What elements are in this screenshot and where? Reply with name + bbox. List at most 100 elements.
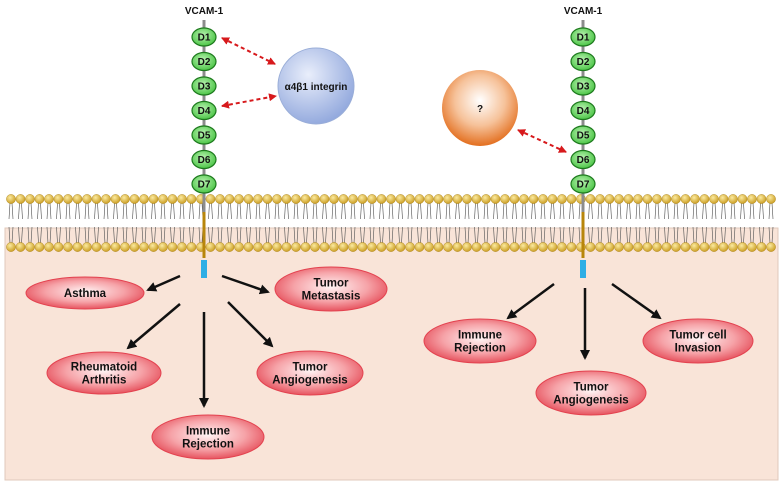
- lipid-head: [215, 194, 225, 204]
- lipid-head: [614, 242, 624, 252]
- lipid-head: [424, 242, 434, 252]
- lipid-head: [329, 242, 339, 252]
- outcome-immune-rejection-right-shape: [423, 318, 537, 364]
- lipid-head: [101, 242, 111, 252]
- outcome-immune-rejection-left-label: Rejection: [182, 439, 234, 451]
- lipid-head: [661, 242, 672, 252]
- lipid-head: [728, 242, 738, 252]
- left-domain-d2: [191, 51, 217, 72]
- outcome-rheumatoid-arthritis-shape: [46, 351, 162, 395]
- lipid-head: [281, 194, 292, 204]
- vcam1-left-label: VCAM-1: [185, 6, 224, 17]
- lipid-head: [490, 242, 501, 252]
- outcome-rheumatoid-arthritis-label: Arthritis: [82, 375, 127, 387]
- lipid-head: [690, 194, 700, 204]
- lipid-head: [395, 194, 406, 204]
- outcome-rheumatoid-arthritis-label: Rheumatoid: [71, 362, 137, 374]
- lipid-head: [120, 242, 130, 252]
- outcome-immune-rejection-right-label: Rejection: [454, 343, 506, 355]
- lipid-head: [215, 242, 225, 252]
- lipid-head: [414, 242, 425, 252]
- lipid-head: [519, 242, 529, 252]
- lipid-head: [44, 242, 54, 252]
- lipid-head: [756, 194, 767, 204]
- lipid-head: [148, 194, 159, 204]
- lipid-head: [63, 194, 73, 204]
- lipid-head: [481, 242, 491, 252]
- lipid-head: [557, 194, 567, 204]
- right-domain-d7: [570, 174, 596, 194]
- lipid-head: [728, 194, 738, 204]
- lipid-head: [148, 242, 159, 252]
- right-signal-arrows: [506, 282, 662, 360]
- lipid-head: [262, 194, 273, 204]
- lipid-head: [243, 194, 254, 204]
- vcam1-right-tail: [580, 260, 586, 278]
- lipid-head: [604, 242, 615, 252]
- lipid-head: [509, 194, 520, 204]
- lipid-head: [433, 194, 444, 204]
- outcome-nodes: AsthmaTumorMetastasisRheumatoidArthritis…: [25, 266, 754, 460]
- lipid-head: [528, 242, 539, 252]
- outcome-tumor-angiogenesis-left-shape: [256, 350, 364, 396]
- lipid-head: [272, 242, 282, 252]
- lipid-head: [699, 242, 710, 252]
- right-domain-label: D6: [577, 155, 590, 166]
- lipid-head: [500, 194, 510, 204]
- outcome-tumor-cell-invasion-label: Invasion: [675, 343, 722, 355]
- dashed-arrow-unknown-d6: [517, 129, 567, 153]
- lipid-head: [709, 242, 719, 252]
- lipid-head: [414, 194, 425, 204]
- lipid-head: [348, 242, 358, 252]
- left-domain-d5: [191, 125, 217, 145]
- outcome-tumor-cell-invasion-shape: [642, 318, 754, 364]
- cytoplasm-region: [4, 227, 779, 481]
- lipid-head: [177, 242, 187, 252]
- right-domain-label: D2: [577, 57, 590, 68]
- lipid-head: [614, 194, 624, 204]
- lipid-head: [481, 194, 491, 204]
- lipid-head: [661, 194, 672, 204]
- outcome-tumor-angiogenesis-right-label: Angiogenesis: [553, 395, 628, 407]
- lipid-head: [538, 242, 548, 252]
- lipid-head: [139, 194, 149, 204]
- lipid-head: [186, 194, 197, 204]
- lipid-head: [348, 194, 358, 204]
- right-domain-d1: [570, 27, 596, 47]
- lipid-head: [585, 194, 596, 204]
- lipid-head: [310, 242, 320, 252]
- lipid-head: [424, 194, 434, 204]
- lipid-head: [747, 194, 757, 204]
- lipid-head: [566, 242, 577, 252]
- lipid-head: [471, 194, 482, 204]
- left-signal-arrows: [126, 274, 274, 408]
- left-domain-d3: [191, 76, 217, 96]
- unknown-ligand-label: ?: [477, 104, 483, 115]
- dashed-arrow-d4-integrin: [221, 93, 277, 109]
- lipid-head: [566, 194, 577, 204]
- lipid-head: [528, 194, 539, 204]
- lipid-head: [139, 242, 149, 252]
- right-domain-label: D5: [577, 131, 590, 142]
- lipid-head: [500, 242, 510, 252]
- lipid-head: [595, 242, 605, 252]
- outcome-tumor-metastasis-shape: [274, 266, 388, 312]
- outcome-tumor-cell-invasion-label: Tumor cell: [669, 330, 726, 342]
- lipid-head: [224, 194, 235, 204]
- lipid-head: [234, 194, 244, 204]
- lipid-head: [53, 242, 64, 252]
- lipid-head: [6, 242, 16, 252]
- lipid-head: [633, 242, 643, 252]
- lipid-head: [766, 242, 776, 252]
- lipid-head: [300, 194, 311, 204]
- lipid-head: [6, 194, 16, 204]
- arrow-to-tumor-cell-invasion: [611, 282, 662, 320]
- outcome-immune-rejection-left-label: Immune: [186, 426, 230, 438]
- right-domain-label: D3: [577, 82, 590, 93]
- left-domain-label: D4: [198, 106, 211, 117]
